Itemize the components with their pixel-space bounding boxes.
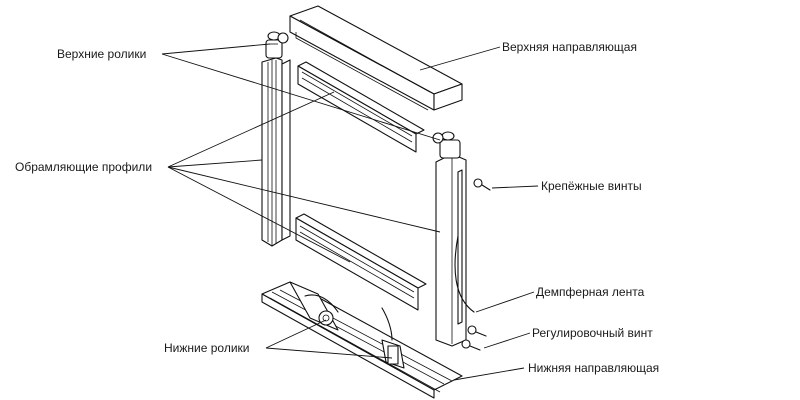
label-frame-profiles: Обрамляющие профили [15, 160, 152, 174]
bottom-guide-rail [261, 281, 463, 399]
fixing-screw [473, 178, 491, 191]
adjusting-screw-1 [467, 325, 487, 337]
label-adjusting-screw: Регулировочный винт [532, 326, 653, 340]
left-top-roller [265, 31, 289, 59]
label-bottom-guide: Нижняя направляющая [528, 361, 659, 375]
bottom-horizontal-profile [295, 213, 427, 311]
damper-tape [454, 235, 475, 313]
top-guide-rail [289, 5, 463, 111]
left-vertical-profile [261, 57, 291, 247]
label-top-rollers: Верхние ролики [57, 47, 146, 61]
label-bottom-rollers: Нижние ролики [164, 341, 249, 355]
label-fixing-screws: Крепёжные винты [541, 179, 642, 193]
label-damper-tape: Демпферная лента [536, 285, 645, 299]
bottom-roller-right [381, 339, 405, 369]
adjusting-screw-2 [461, 339, 481, 351]
leader-lines [161, 43, 539, 381]
top-horizontal-profile [297, 61, 425, 153]
label-top-guide: Верхняя направляющая [502, 40, 637, 54]
right-top-roller [432, 131, 461, 159]
right-vertical-profile [435, 153, 467, 347]
